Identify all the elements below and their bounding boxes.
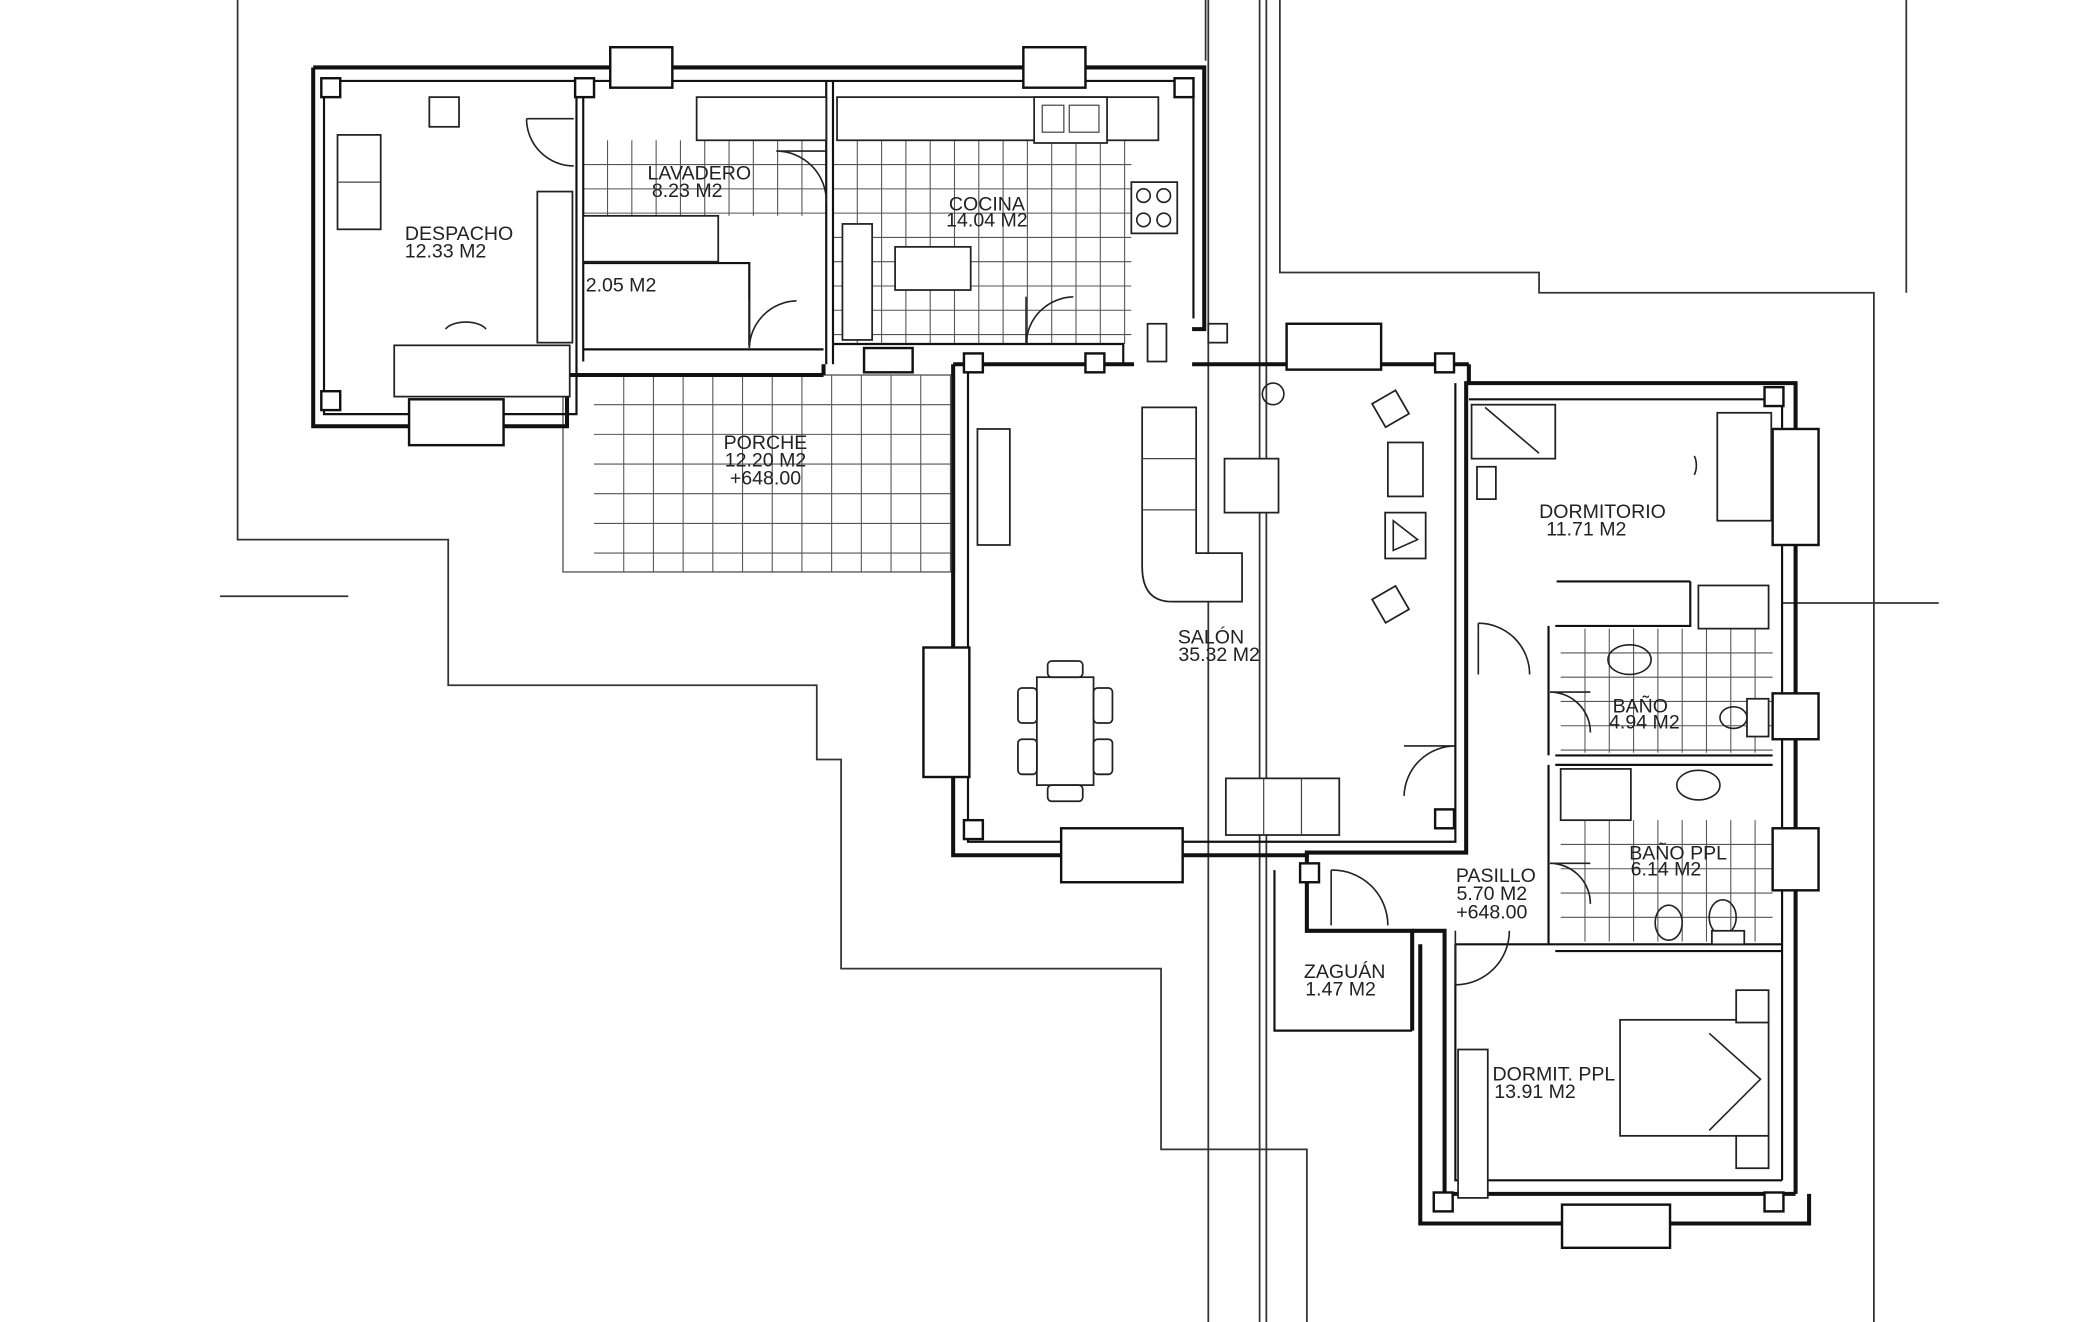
room-label-dormit-ppl-area: 13.91 M2 bbox=[1494, 1081, 1576, 1103]
room-label-zaguan-area: 1.47 M2 bbox=[1305, 979, 1376, 1001]
room-label-zaguan-name: ZAGUÁN bbox=[1304, 960, 1385, 983]
room-label-salon-area: 35.32 M2 bbox=[1178, 644, 1260, 666]
columns bbox=[320, 77, 1785, 1213]
room-label-cocina-name: COCINA bbox=[949, 193, 1025, 215]
room-label-pasillo-level: +648.00 bbox=[1456, 902, 1527, 924]
room-label-bano-ppl-name: BAÑO PPL bbox=[1629, 840, 1727, 864]
room-label-bano-name: BAÑO bbox=[1613, 693, 1668, 717]
room-label-dormit-ppl-name: DORMIT. PPL bbox=[1493, 1064, 1616, 1086]
room-label-despacho-name: DESPACHO bbox=[405, 223, 513, 245]
room-label-pasillo-area: 5.70 M2 bbox=[1456, 883, 1527, 905]
room-label-porche-name: PORCHE bbox=[724, 432, 808, 454]
room-label-porche-level: +648.00 bbox=[730, 467, 801, 489]
room-label-porche-area: 12.20 M2 bbox=[725, 450, 807, 472]
room-labels: DESPACHO 12.33 M2 LAVADERO 8.23 M2 2.05 … bbox=[405, 162, 1727, 1103]
room-label-dormitorio-name: DORMITORIO bbox=[1539, 501, 1666, 523]
furniture bbox=[336, 96, 1773, 1199]
porch-floor bbox=[562, 374, 956, 573]
room-label-aseo-area: 2.05 M2 bbox=[586, 274, 657, 296]
site-boundary bbox=[220, 0, 1939, 1322]
room-label-cocina-area: 14.04 M2 bbox=[946, 210, 1028, 232]
room-label-despacho-area: 12.33 M2 bbox=[405, 241, 487, 263]
room-label-pasillo-name: PASILLO bbox=[1456, 865, 1536, 887]
room-label-lavadero-name: LAVADERO bbox=[648, 162, 752, 184]
room-label-bano-area: 4.94 M2 bbox=[1609, 711, 1680, 733]
room-label-dormitorio-area: 11.71 M2 bbox=[1546, 519, 1626, 541]
windows bbox=[407, 46, 1820, 1250]
room-label-lavadero-area: 8.23 M2 bbox=[652, 180, 723, 202]
room-label-salon-name: SALÓN bbox=[1178, 625, 1244, 648]
room-label-bano-ppl-area: 6.14 M2 bbox=[1631, 858, 1702, 880]
doors bbox=[525, 117, 1592, 986]
